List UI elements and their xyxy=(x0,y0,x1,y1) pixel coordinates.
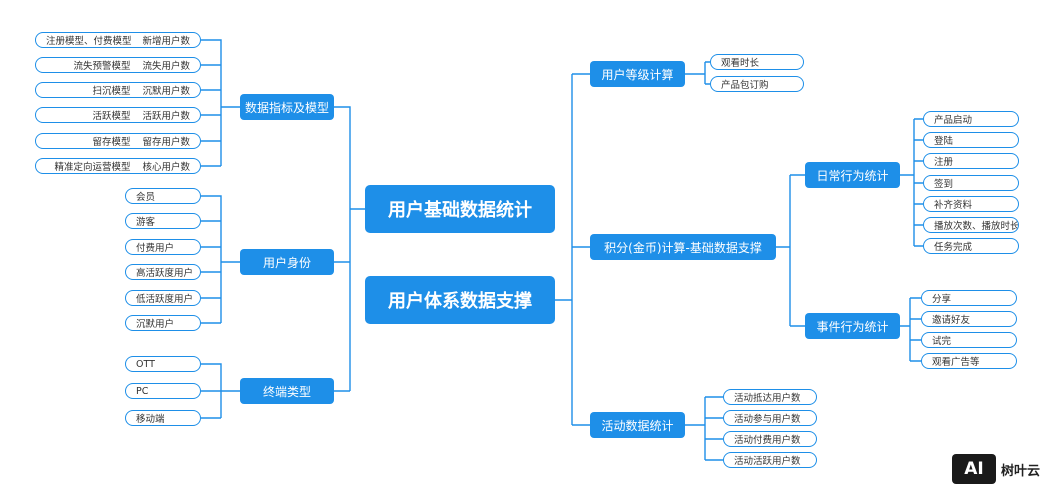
center-title-top: 用户基础数据统计 xyxy=(365,185,555,233)
subgroup-title-daily: 日常行为统计 xyxy=(805,162,900,188)
pill-identity: 付费用户 xyxy=(125,239,201,255)
pill-daily: 产品启动 xyxy=(923,111,1019,127)
pill-identity: 高活跃度用户 xyxy=(125,264,201,280)
connector xyxy=(900,118,923,247)
pill-activity: 活动抵达用户数 xyxy=(723,389,817,405)
pill-level: 观看时长 xyxy=(710,54,804,70)
connector xyxy=(201,39,240,167)
pill-metric: 留存模型留存用户数 xyxy=(35,133,201,149)
pill-identity: 会员 xyxy=(125,188,201,204)
pill-daily: 签到 xyxy=(923,175,1019,191)
pill-terminal: OTT xyxy=(125,356,201,372)
group-title-activity: 活动数据统计 xyxy=(590,412,685,438)
group-title-metrics: 数据指标及模型 xyxy=(240,94,334,120)
pill-metric: 扫沉模型沉默用户数 xyxy=(35,82,201,98)
pill-activity: 活动付费用户数 xyxy=(723,431,817,447)
pill-terminal: PC xyxy=(125,383,201,399)
connector xyxy=(201,363,240,419)
pill-event: 观看广告等 xyxy=(921,353,1017,369)
pill-daily: 注册 xyxy=(923,153,1019,169)
connector xyxy=(776,174,805,327)
logo-text: 树叶云 xyxy=(1001,464,1041,479)
pill-event: 邀请好友 xyxy=(921,311,1017,327)
pill-daily: 补齐资料 xyxy=(923,196,1019,212)
pill-event: 分享 xyxy=(921,290,1017,306)
connector xyxy=(201,195,240,324)
logo-mark: AI xyxy=(952,454,996,484)
pill-activity: 活动活跃用户数 xyxy=(723,452,817,468)
pill-level: 产品包订购 xyxy=(710,76,804,92)
center-title-bottom: 用户体系数据支撑 xyxy=(365,276,555,324)
pill-identity: 沉默用户 xyxy=(125,315,201,331)
pill-terminal: 移动端 xyxy=(125,410,201,426)
pill-activity: 活动参与用户数 xyxy=(723,410,817,426)
pill-identity: 游客 xyxy=(125,213,201,229)
group-title-level: 用户等级计算 xyxy=(590,61,685,87)
pill-event: 试完 xyxy=(921,332,1017,348)
connector xyxy=(555,73,590,426)
connector xyxy=(685,61,710,85)
connector xyxy=(900,297,921,362)
pill-metric: 活跃模型活跃用户数 xyxy=(35,107,201,123)
pill-metric: 流失预警模型流失用户数 xyxy=(35,57,201,73)
connector xyxy=(685,396,723,461)
pill-metric: 注册模型、付费模型新增用户数 xyxy=(35,32,201,48)
pill-daily: 登陆 xyxy=(923,132,1019,148)
pill-daily: 播放次数、播放时长 xyxy=(923,217,1019,233)
subgroup-title-event: 事件行为统计 xyxy=(805,313,900,339)
pill-daily: 任务完成 xyxy=(923,238,1019,254)
connector xyxy=(334,106,365,392)
group-title-terminal: 终端类型 xyxy=(240,378,334,404)
group-title-identity: 用户身份 xyxy=(240,249,334,275)
pill-identity: 低活跃度用户 xyxy=(125,290,201,306)
group-title-points: 积分(金币)计算-基础数据支撑 xyxy=(590,234,776,260)
pill-metric: 精准定向运营模型核心用户数 xyxy=(35,158,201,174)
